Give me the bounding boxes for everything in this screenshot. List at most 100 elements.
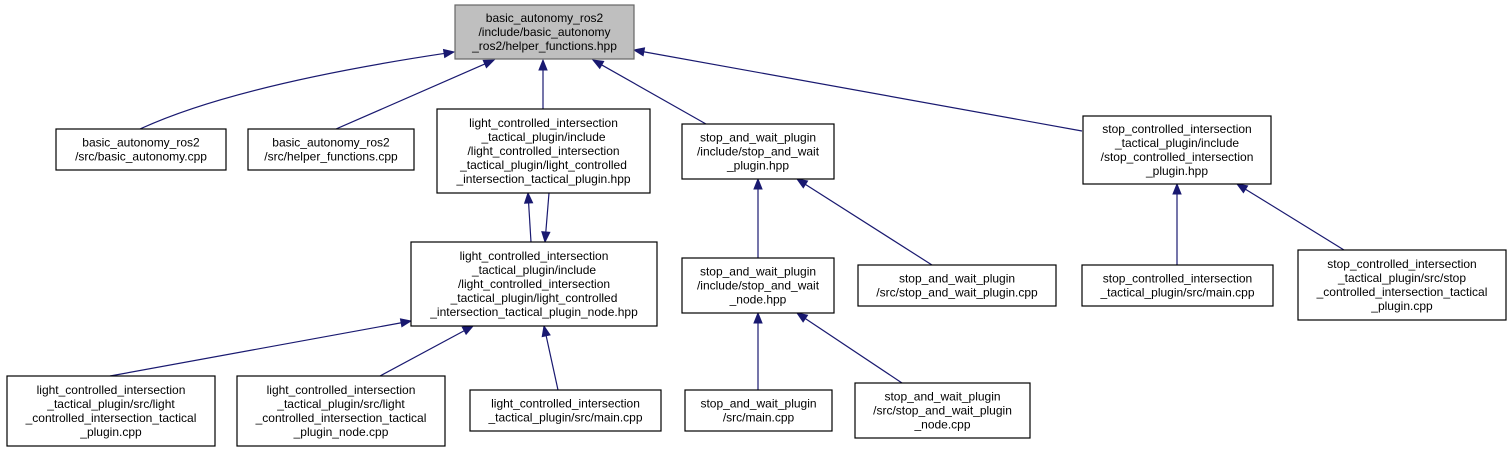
node-box[interactable] xyxy=(857,264,1057,307)
node-label-line: _intersection_tactical_plugin_node.hpp xyxy=(429,305,638,319)
edge-lci_node_cpp-to-lci_node_hpp xyxy=(379,325,475,377)
node-label-line: /light_controlled_intersection xyxy=(458,277,610,291)
node-label-line: _controlled_intersection_tactical xyxy=(1316,285,1488,299)
node-label-line: /stop_controlled_intersection xyxy=(1101,150,1254,164)
node-label-line: /include/basic_autonomy xyxy=(478,25,610,39)
node-label-line: _tactical_plugin/include xyxy=(480,130,605,144)
edge-saw_plugin_cpp-to-saw_plugin_hpp xyxy=(795,178,933,266)
node-label-line: _node.hpp xyxy=(729,293,787,307)
node-label-line: stop_controlled_intersection xyxy=(1103,272,1252,286)
node-label-line: _tactical_plugin/src/main.cpp xyxy=(1099,286,1254,300)
node-lci_node_hpp[interactable]: light_controlled_intersection_tactical_p… xyxy=(410,241,658,327)
edge-lci_node_hpp-to-lci_plugin_hpp xyxy=(523,191,534,243)
node-label-line: stop_and_wait_plugin xyxy=(700,265,816,279)
node-label-line: stop_controlled_intersection xyxy=(1327,257,1476,271)
edge-line xyxy=(804,317,903,384)
node-label-line: /src/main.cpp xyxy=(723,411,795,425)
node-label-line: stop_and_wait_plugin xyxy=(884,390,1000,404)
node-box[interactable] xyxy=(247,128,415,171)
edge-arrowhead xyxy=(1172,182,1182,195)
edge-arrowhead xyxy=(523,191,534,204)
node-label-line: _tactical_plugin/light_controlled xyxy=(459,158,627,172)
node-box[interactable] xyxy=(1082,115,1272,185)
edges-layer xyxy=(109,47,1345,391)
edge-line xyxy=(379,329,466,377)
node-box[interactable] xyxy=(469,389,662,432)
node-sci_main_cpp[interactable]: stop_controlled_intersection_tactical_pl… xyxy=(1081,264,1274,307)
node-label-line: stop_and_wait_plugin xyxy=(700,131,816,145)
edge-line xyxy=(545,334,559,391)
node-label-line: _controlled_intersection_tactical xyxy=(255,411,427,425)
node-label-line: _tactical_plugin/src/main.cpp xyxy=(487,411,642,425)
node-box[interactable] xyxy=(684,389,833,432)
node-label-line: _tactical_plugin/include xyxy=(471,263,596,277)
node-lci_plugin_hpp[interactable]: light_controlled_intersection_tactical_p… xyxy=(436,108,651,194)
node-label-line: _tactical_plugin/src/light xyxy=(46,397,175,411)
edge-sci_plugin_hpp-to-root xyxy=(632,47,1083,132)
edge-line xyxy=(804,183,933,266)
node-saw_main_cpp[interactable]: stop_and_wait_plugin/src/main.cpp xyxy=(684,389,833,432)
node-label-line: /light_controlled_intersection xyxy=(467,144,619,158)
node-box[interactable] xyxy=(436,108,651,194)
node-sci_plugin_cpp[interactable]: stop_controlled_intersection_tactical_pl… xyxy=(1297,249,1507,321)
edge-arrowhead xyxy=(753,311,763,324)
edge-lci_plugin_hpp-to-root xyxy=(538,58,548,109)
edge-arrowhead xyxy=(482,59,496,69)
node-helper_functions_cpp[interactable]: basic_autonomy_ros2/src/helper_functions… xyxy=(247,128,415,171)
node-lci_main_cpp[interactable]: light_controlled_intersection_tactical_p… xyxy=(469,389,662,432)
node-box[interactable] xyxy=(854,382,1031,439)
edge-arrowhead xyxy=(1235,183,1249,194)
node-label-line: _tactical_plugin/light_controlled xyxy=(450,291,618,305)
node-label-line: basic_autonomy_ros2 xyxy=(486,11,604,25)
node-label-line: /include/stop_and_wait xyxy=(697,279,820,293)
node-root[interactable]: basic_autonomy_ros2/include/basic_autono… xyxy=(454,4,635,60)
node-label-line: /src/basic_autonomy.cpp xyxy=(75,150,207,164)
edge-lci_main_cpp-to-lci_node_hpp xyxy=(541,324,559,391)
node-label-line: _node.cpp xyxy=(913,418,970,432)
node-label-line: /src/helper_functions.cpp xyxy=(264,150,398,164)
node-lci_node_cpp[interactable]: light_controlled_intersection_tactical_p… xyxy=(236,375,446,447)
edge-arrowhead xyxy=(461,325,475,336)
edge-arrowhead xyxy=(442,48,456,59)
edge-helper_functions_cpp-to-root xyxy=(335,59,496,130)
node-box[interactable] xyxy=(410,241,658,327)
node-box[interactable] xyxy=(1297,249,1507,321)
edge-arrowhead xyxy=(591,59,605,70)
node-lci_plugin_cpp[interactable]: light_controlled_intersection_tactical_p… xyxy=(6,375,216,447)
node-saw_node_hpp[interactable]: stop_and_wait_plugin/include/stop_and_wa… xyxy=(681,257,835,314)
node-box[interactable] xyxy=(681,257,835,314)
node-label-line: _plugin.hpp xyxy=(1145,164,1208,178)
node-saw_node_cpp[interactable]: stop_and_wait_plugin/src/stop_and_wait_p… xyxy=(854,382,1031,439)
node-label-line: /src/stop_and_wait_plugin xyxy=(873,404,1012,418)
node-box[interactable] xyxy=(681,123,835,180)
node-label-line: /src/stop_and_wait_plugin.cpp xyxy=(876,286,1038,300)
nodes-layer: basic_autonomy_ros2/include/basic_autono… xyxy=(6,4,1507,447)
edge-line xyxy=(1244,188,1345,251)
node-label-line: _ros2/helper_functions.hpp xyxy=(471,39,617,53)
edge-arrowhead xyxy=(399,318,413,328)
node-box[interactable] xyxy=(236,375,446,447)
edge-arrowhead xyxy=(632,47,646,57)
node-label-line: light_controlled_intersection xyxy=(491,397,640,411)
node-box[interactable] xyxy=(1081,264,1274,307)
edge-saw_node_hpp-to-saw_plugin_hpp xyxy=(753,177,763,258)
edge-sci_main_cpp-to-sci_plugin_hpp xyxy=(1172,182,1182,265)
node-box[interactable] xyxy=(6,375,216,447)
node-saw_plugin_cpp[interactable]: stop_and_wait_plugin/src/stop_and_wait_p… xyxy=(857,264,1057,307)
edge-line xyxy=(545,192,550,234)
node-label-line: basic_autonomy_ros2 xyxy=(82,136,200,150)
node-box[interactable] xyxy=(454,4,635,60)
node-saw_plugin_hpp[interactable]: stop_and_wait_plugin/include/stop_and_wa… xyxy=(681,123,835,180)
edge-saw_plugin_hpp-to-root xyxy=(591,59,707,125)
edge-saw_node_cpp-to-saw_node_hpp xyxy=(795,312,903,384)
node-box[interactable] xyxy=(55,128,227,171)
edge-arrowhead xyxy=(538,58,548,71)
node-label-line: light_controlled_intersection xyxy=(460,249,609,263)
edge-arrowhead xyxy=(795,178,809,189)
node-sci_plugin_hpp[interactable]: stop_controlled_intersection_tactical_pl… xyxy=(1082,115,1272,185)
node-label-line: _plugin.cpp xyxy=(79,425,142,439)
node-label-line: _tactical_plugin/src/stop xyxy=(1337,271,1466,285)
node-label-line: stop_controlled_intersection xyxy=(1102,122,1251,136)
node-basic_autonomy_cpp[interactable]: basic_autonomy_ros2/src/basic_autonomy.c… xyxy=(55,128,227,171)
